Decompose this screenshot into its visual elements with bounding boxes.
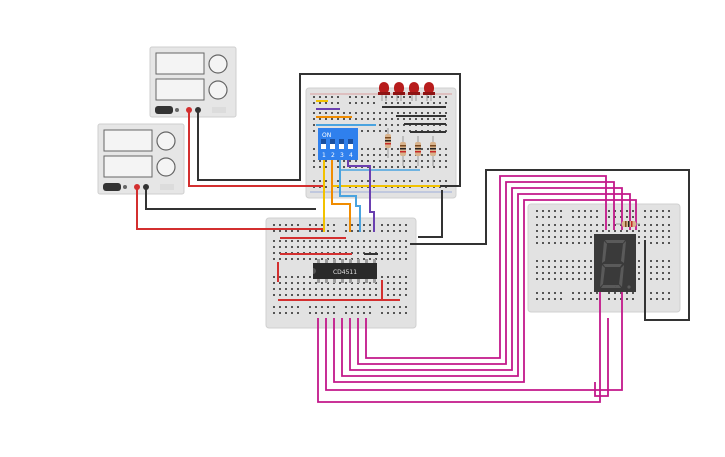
power-supply-left[interactable] [97, 123, 185, 195]
resistor-band [430, 145, 436, 147]
resistor-band [400, 148, 406, 150]
resistor-band [415, 145, 421, 147]
dip-position-label: 1 [322, 152, 326, 159]
resistor-band [415, 151, 421, 153]
power-terminal-icon [103, 183, 127, 191]
segment-wire [357, 181, 615, 365]
ic-pin [341, 279, 344, 283]
ic-pin [365, 259, 368, 263]
resistor-band [400, 151, 406, 153]
resistor-band [400, 145, 406, 147]
ic-pin [365, 279, 368, 283]
power-wires [136, 73, 690, 321]
led-icon[interactable] [423, 82, 435, 101]
segment-wire [365, 175, 607, 359]
ic-pin [333, 259, 336, 263]
segment-wire [325, 290, 623, 391]
ic-label: CD4511 [333, 269, 357, 276]
ic-pin [349, 279, 352, 283]
led-resistors [385, 128, 436, 166]
display-resistor [616, 221, 640, 227]
segment-wire [317, 290, 601, 403]
ic-pin [373, 259, 376, 263]
dip-toggle-knob [348, 139, 353, 144]
dip-toggle-knob [330, 139, 335, 144]
led-icon[interactable] [378, 82, 390, 101]
ic-chip[interactable]: CD4511 [313, 259, 377, 283]
dip-switch-on-label: ON [322, 132, 331, 139]
segment-wire [333, 199, 637, 383]
ic-pin [349, 259, 352, 263]
resistor-band [385, 143, 391, 145]
ic-pin [373, 279, 376, 283]
seven-segment-display[interactable]: 8 [594, 234, 646, 292]
ic-pin [317, 259, 320, 263]
dip-toggle-knob [321, 139, 326, 144]
ic-pin [357, 279, 360, 283]
dip-position-label: 4 [349, 152, 353, 159]
top-board-jumpers [316, 100, 446, 187]
dip-position-label: 3 [340, 152, 344, 159]
switch-to-ic-wires [323, 160, 375, 232]
display-digit: 8 [615, 286, 616, 288]
segment-wire [594, 318, 609, 397]
led-array[interactable] [378, 82, 435, 101]
resistor-band [430, 148, 436, 150]
ic-pin [325, 279, 328, 283]
dip-toggle-knob [339, 139, 344, 144]
power-terminal-icon [155, 106, 179, 114]
resistor-band [415, 148, 421, 150]
decoder-to-display-wires [317, 175, 637, 403]
ic-pin [325, 259, 328, 263]
ic-pin [317, 279, 320, 283]
ic-pin [333, 279, 336, 283]
ic-pin [341, 259, 344, 263]
power-supply-top[interactable] [149, 46, 237, 118]
resistor-band [385, 140, 391, 142]
resistor-band [430, 151, 436, 153]
resistor-band [385, 137, 391, 139]
middle-board-jumpers [277, 237, 400, 301]
segment-wire [349, 187, 623, 371]
seven-segment-display-icon [600, 240, 631, 289]
ic-pin [357, 259, 360, 263]
dip-position-label: 2 [331, 152, 335, 159]
led-icon[interactable] [408, 82, 420, 101]
led-icon[interactable] [393, 82, 405, 101]
